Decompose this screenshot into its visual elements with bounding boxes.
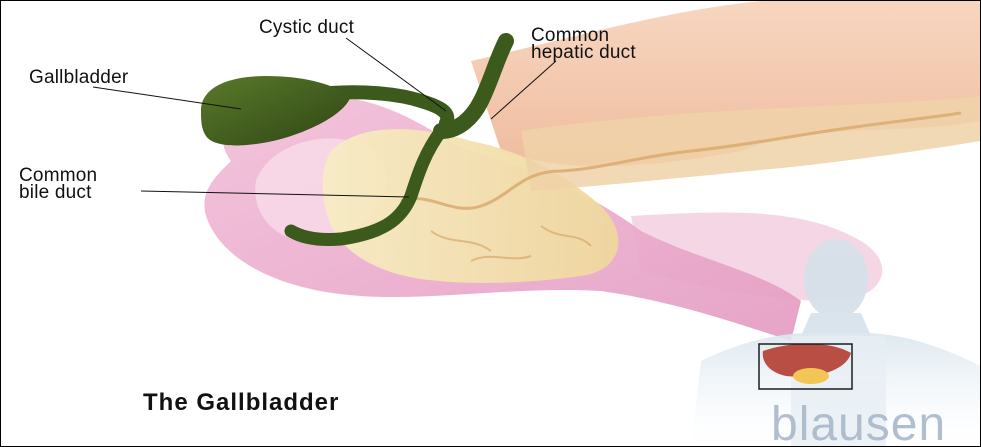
figure-title: The Gallbladder	[143, 389, 339, 417]
label-cystic-duct: Cystic duct	[259, 19, 354, 37]
label-common-bile-duct-line2: bile duct	[19, 184, 92, 202]
label-common-hepatic-duct-line2: hepatic duct	[531, 44, 636, 62]
label-gallbladder: Gallbladder	[29, 69, 128, 87]
brand-logo: blausen	[771, 403, 946, 447]
